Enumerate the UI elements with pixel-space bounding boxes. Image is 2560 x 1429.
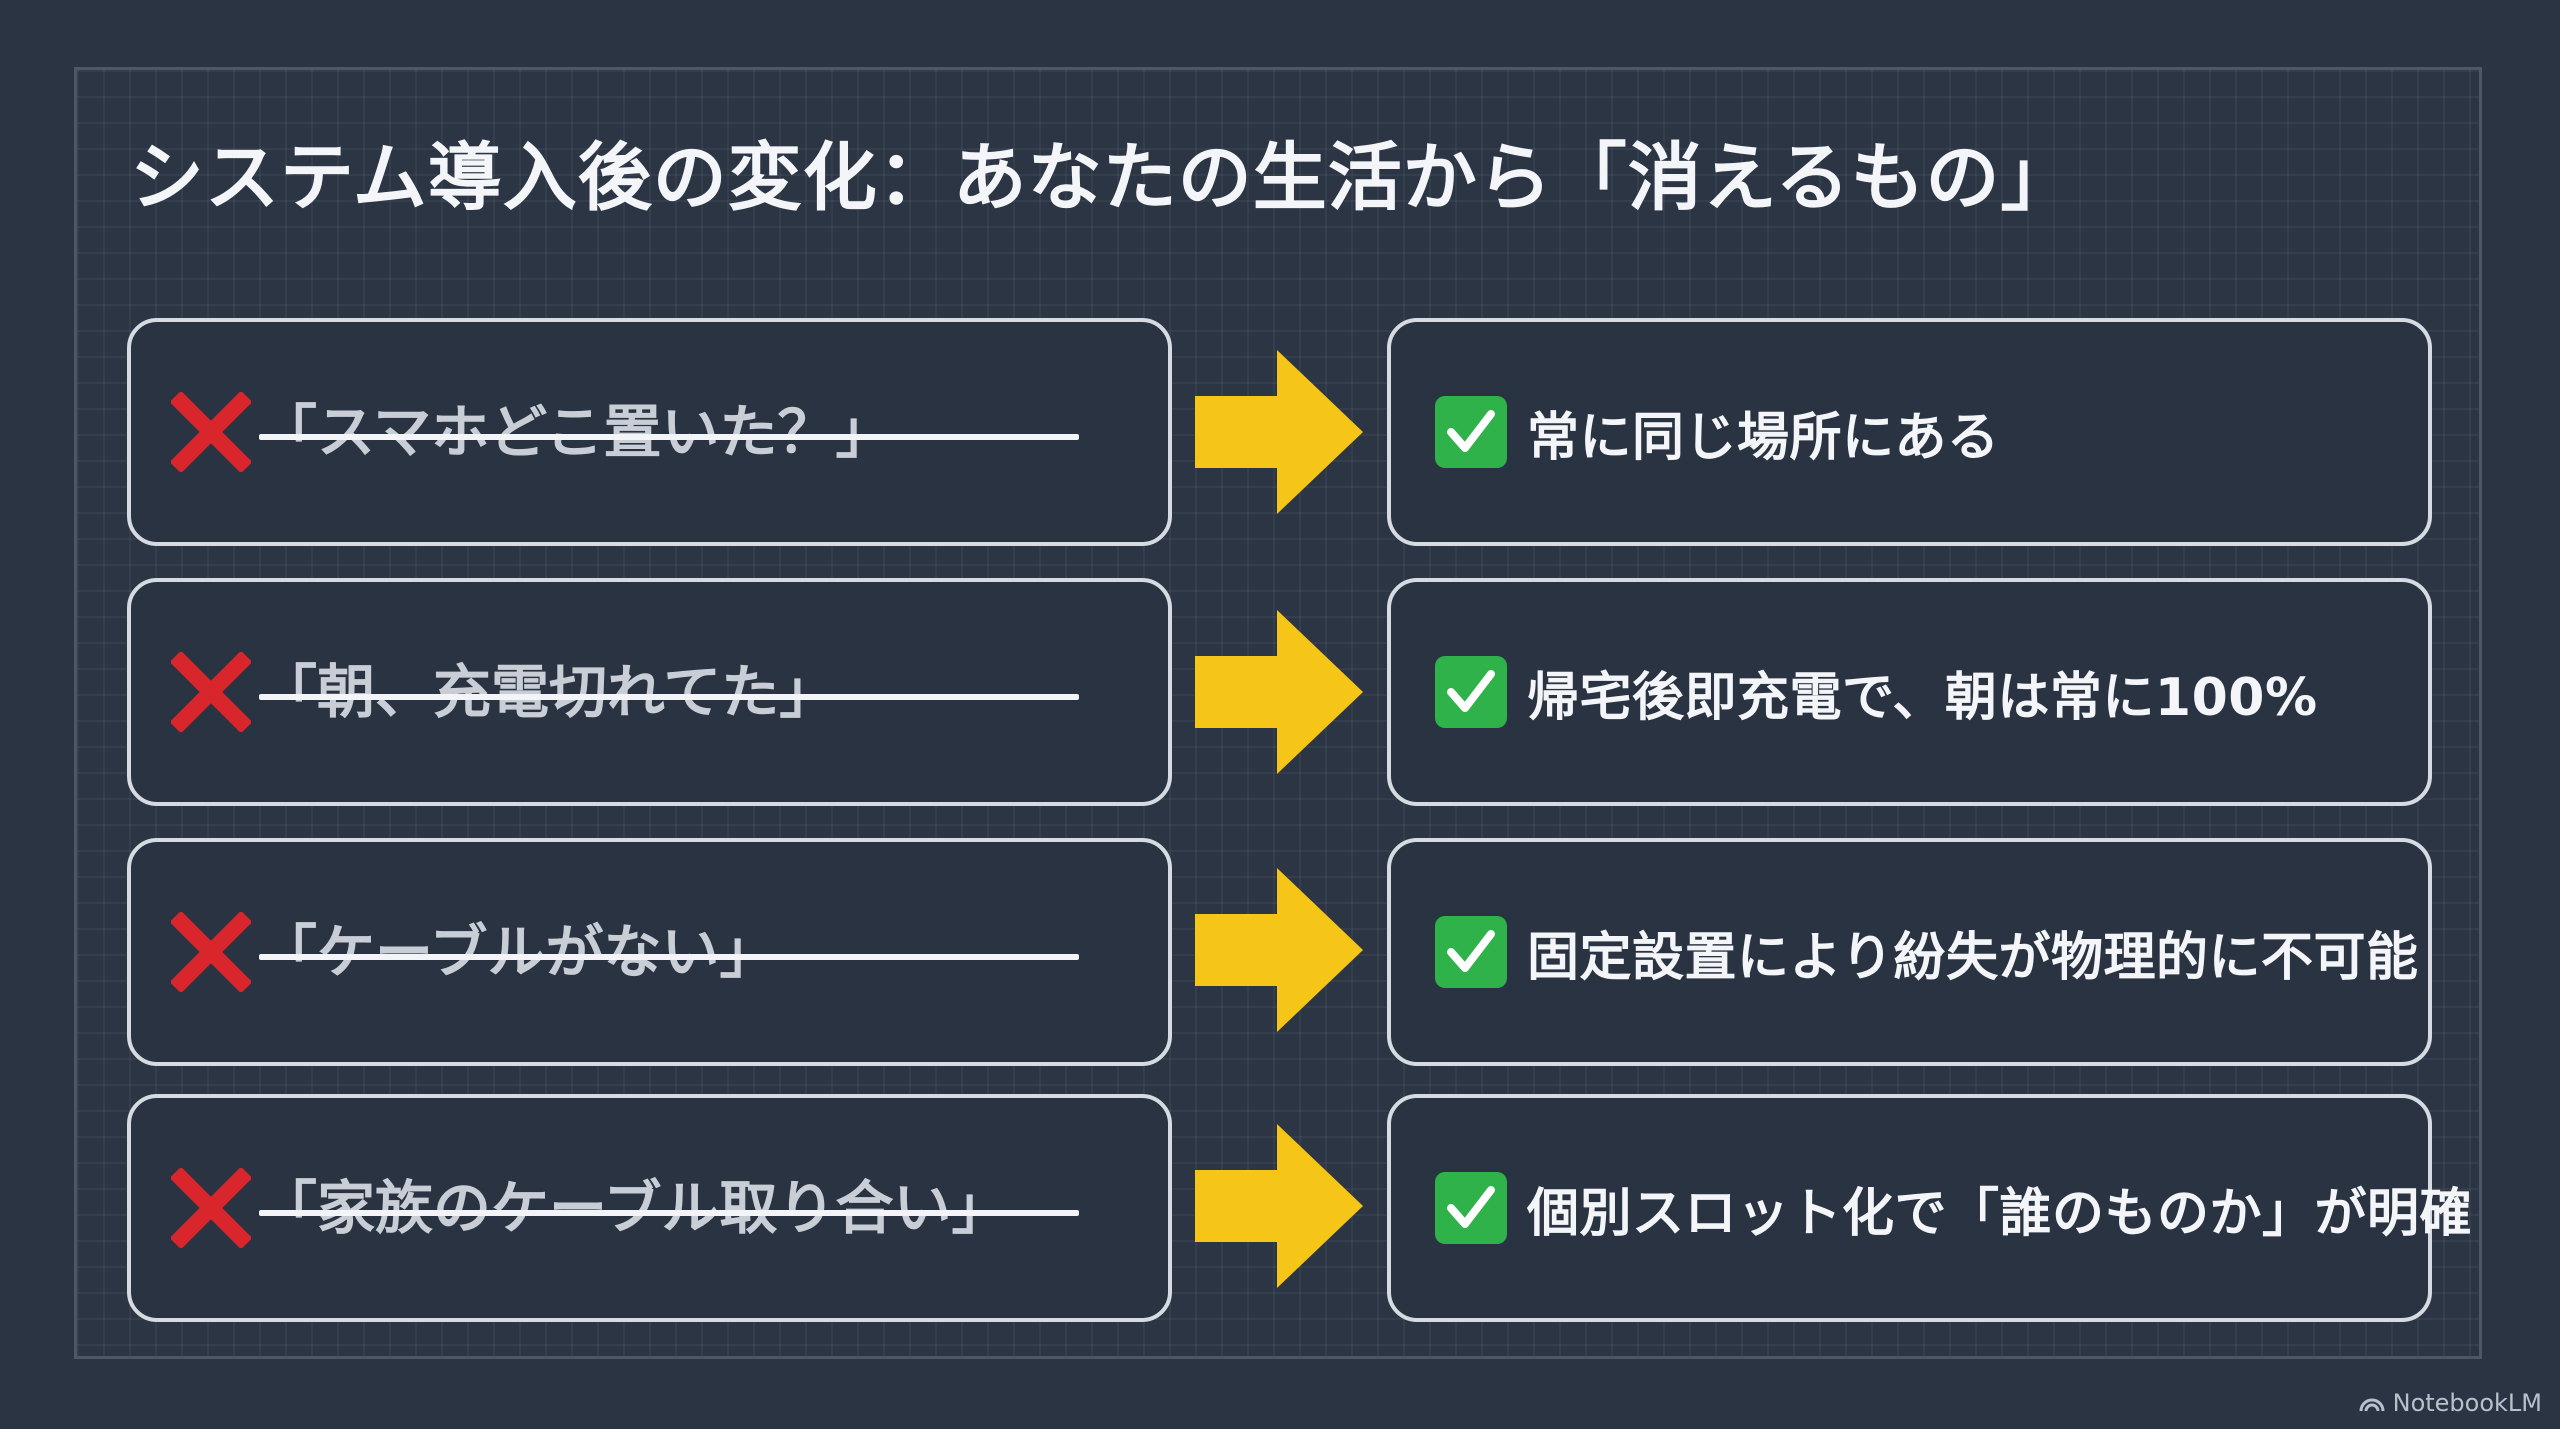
new-benefit-text: 固定設置により紛失が物理的に不可能 bbox=[1527, 927, 2419, 988]
right-arrow-icon bbox=[1195, 350, 1363, 514]
old-problem-text: 「スマホどこ置いた？」 bbox=[259, 392, 1079, 472]
cross-mark-icon bbox=[171, 652, 251, 732]
check-mark-icon bbox=[1435, 1172, 1507, 1244]
right-arrow-icon bbox=[1195, 610, 1363, 774]
old-problem-card-1: 「スマホどこ置いた？」 bbox=[127, 318, 1172, 546]
old-problem-card-4: 「家族のケーブル取り合い」 bbox=[127, 1094, 1172, 1322]
new-benefit-card-3: 固定設置により紛失が物理的に不可能 bbox=[1387, 838, 2432, 1066]
old-problem-text: 「朝、充電切れてた」 bbox=[259, 652, 1079, 732]
right-arrow-icon bbox=[1195, 1124, 1363, 1288]
cross-mark-icon bbox=[171, 392, 251, 472]
slide-title: システム導入後の変化：あなたの生活から「消えるもの」 bbox=[130, 135, 2076, 221]
new-benefit-text: 個別スロット化で「誰のものか」が明確 bbox=[1527, 1183, 2473, 1244]
cross-mark-icon bbox=[171, 1168, 251, 1248]
new-benefit-text: 常に同じ場所にある bbox=[1527, 407, 2000, 468]
new-benefit-text: 帰宅後即充電で、朝は常に100% bbox=[1527, 667, 2318, 728]
check-mark-icon bbox=[1435, 656, 1507, 728]
old-problem-card-2: 「朝、充電切れてた」 bbox=[127, 578, 1172, 806]
watermark-text: NotebookLM bbox=[2392, 1389, 2542, 1417]
notebooklm-watermark: NotebookLM bbox=[2359, 1389, 2542, 1417]
check-mark-icon bbox=[1435, 396, 1507, 468]
new-benefit-card-4: 個別スロット化で「誰のものか」が明確 bbox=[1387, 1094, 2472, 1322]
right-arrow-icon bbox=[1195, 868, 1363, 1032]
check-mark-icon bbox=[1435, 916, 1507, 988]
old-problem-text: 「家族のケーブル取り合い」 bbox=[259, 1168, 1079, 1248]
new-benefit-card-2: 帰宅後即充電で、朝は常に100% bbox=[1387, 578, 2432, 806]
new-benefit-card-1: 常に同じ場所にある bbox=[1387, 318, 2432, 546]
old-problem-card-3: 「ケーブルがない」 bbox=[127, 838, 1172, 1066]
cross-mark-icon bbox=[171, 912, 251, 992]
notebooklm-logo-icon bbox=[2359, 1398, 2385, 1412]
old-problem-text: 「ケーブルがない」 bbox=[259, 912, 1079, 992]
